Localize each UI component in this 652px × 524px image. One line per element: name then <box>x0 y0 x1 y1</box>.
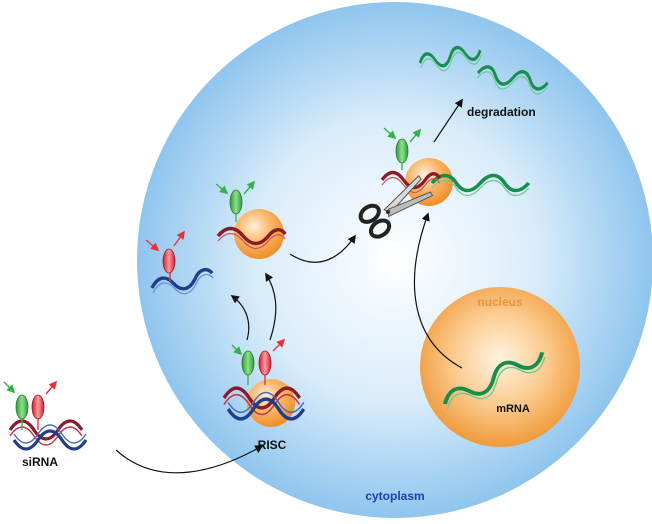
sirna-red-marker <box>31 380 58 430</box>
cytoplasm-label: cytoplasm <box>365 489 424 503</box>
arrow-to-degradation <box>433 98 463 143</box>
risc-label: RISC <box>258 438 287 452</box>
risc-red-marker <box>258 338 286 385</box>
arrow-to-cleavage <box>289 234 356 263</box>
arrow-risc-to-passenger <box>230 295 250 341</box>
sirna-green-marker <box>3 381 29 430</box>
risc-green-marker <box>231 344 255 385</box>
active-risc-ball <box>234 209 284 259</box>
cleavage-risc-ball <box>405 158 453 206</box>
cell-cytoplasm <box>137 2 652 518</box>
degradation-label: degradation <box>467 105 536 119</box>
arrow-mrna-to-cleavage <box>413 212 463 369</box>
passenger-red-marker <box>145 230 185 282</box>
arrow-sirna-to-risc <box>115 445 264 474</box>
mrna-label: mRNA <box>496 403 530 415</box>
active-green-marker <box>215 180 256 222</box>
arrow-risc-to-active <box>265 272 277 341</box>
scissors-icon <box>358 175 434 239</box>
sirna-label: siRNA <box>22 455 58 469</box>
cleavage-green-marker <box>383 127 422 170</box>
nucleus-label: nucleus <box>477 295 523 309</box>
